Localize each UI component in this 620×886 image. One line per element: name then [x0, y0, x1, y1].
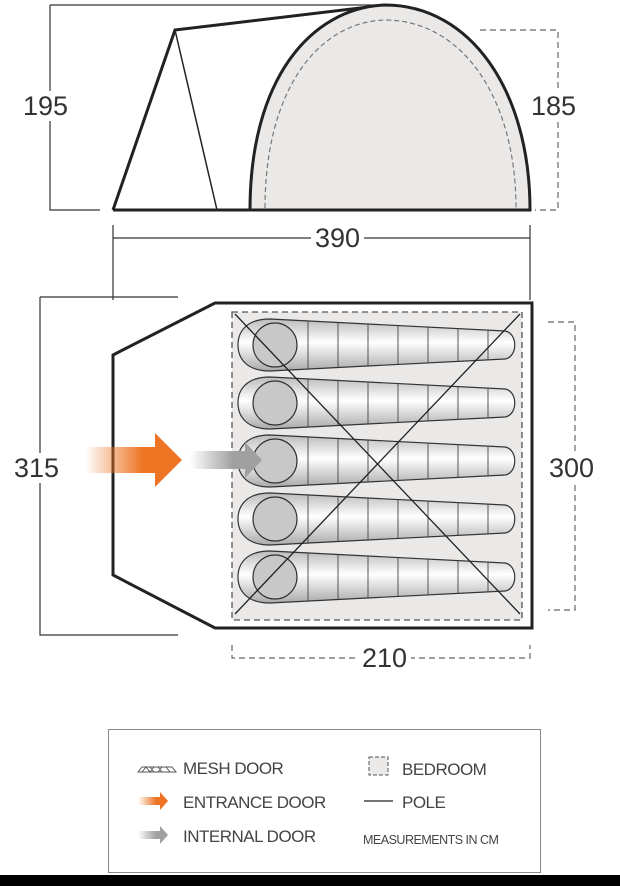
pole-lines — [234, 313, 521, 615]
mesh-door-icon — [136, 766, 178, 773]
bottom-bar — [0, 875, 620, 886]
legend — [108, 729, 541, 873]
pillow — [252, 496, 298, 542]
entrance-door-icon — [138, 792, 168, 810]
dim-length-total: 390 — [311, 223, 365, 253]
dim-length-bedroom: 210 — [358, 643, 412, 673]
legend-units: MEASUREMENTS IN CM — [363, 833, 499, 847]
pillow — [252, 380, 298, 426]
legend-internal-door: INTERNAL DOOR — [183, 827, 316, 846]
dim-width-bedroom: 300 — [545, 453, 599, 483]
sleeping-bag — [237, 318, 516, 372]
sleeping-bag — [237, 550, 516, 604]
bedroom-icon — [368, 756, 389, 776]
side-view — [49, 3, 559, 300]
legend-entrance-door: ENTRANCE DOOR — [183, 793, 326, 812]
pillow — [252, 322, 298, 368]
legend-bedroom: BEDROOM — [402, 760, 487, 779]
dim-height-front: 195 — [19, 91, 73, 121]
legend-mesh-door: MESH DOOR — [183, 759, 284, 778]
legend-pole: POLE — [402, 793, 446, 812]
pillow — [252, 554, 298, 600]
floor-plan — [39, 296, 576, 659]
entrance-door-arrow — [85, 433, 182, 487]
sleeping-bag — [237, 492, 516, 546]
dim-height-rear: 185 — [527, 91, 581, 121]
internal-door-arrow — [190, 442, 262, 478]
internal-door-icon — [138, 826, 168, 844]
dim-width-total: 315 — [10, 453, 64, 483]
sleeping-bag — [237, 434, 516, 488]
legend-icons — [136, 756, 393, 844]
